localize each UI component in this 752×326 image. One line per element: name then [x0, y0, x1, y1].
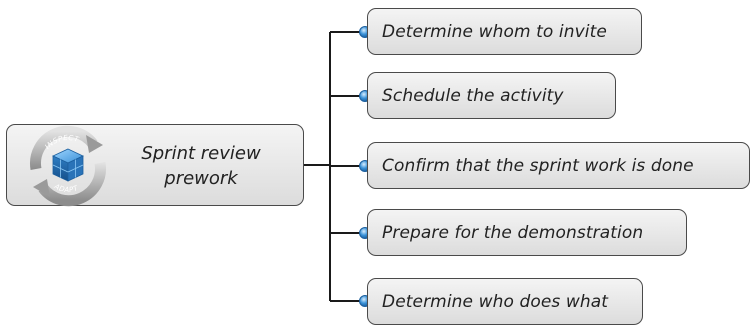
- inspect-adapt-cycle-icon: INSPECT ADAPT: [30, 125, 106, 207]
- step-node-determine-whom-to-invite: Determine whom to invite: [367, 8, 642, 55]
- step-node-schedule-the-activity: Schedule the activity: [367, 72, 616, 119]
- step-label: Determine whom to invite: [382, 21, 607, 42]
- root-title-line1: Sprint review: [141, 143, 261, 164]
- step-label: Determine who does what: [382, 291, 609, 312]
- step-label: Prepare for the demonstration: [382, 222, 644, 243]
- step-node-determine-who-does-what: Determine who does what: [367, 278, 643, 325]
- root-node: INSPECT ADAPT Sprint review prework: [6, 124, 304, 207]
- root-title-line2: prework: [164, 168, 238, 189]
- step-node-confirm-sprint-work-done: Confirm that the sprint work is done: [367, 142, 750, 189]
- step-node-prepare-for-demonstration: Prepare for the demonstration: [367, 209, 687, 256]
- root-title: Sprint review prework: [113, 125, 289, 207]
- step-label: Confirm that the sprint work is done: [382, 155, 694, 176]
- step-label: Schedule the activity: [382, 85, 564, 106]
